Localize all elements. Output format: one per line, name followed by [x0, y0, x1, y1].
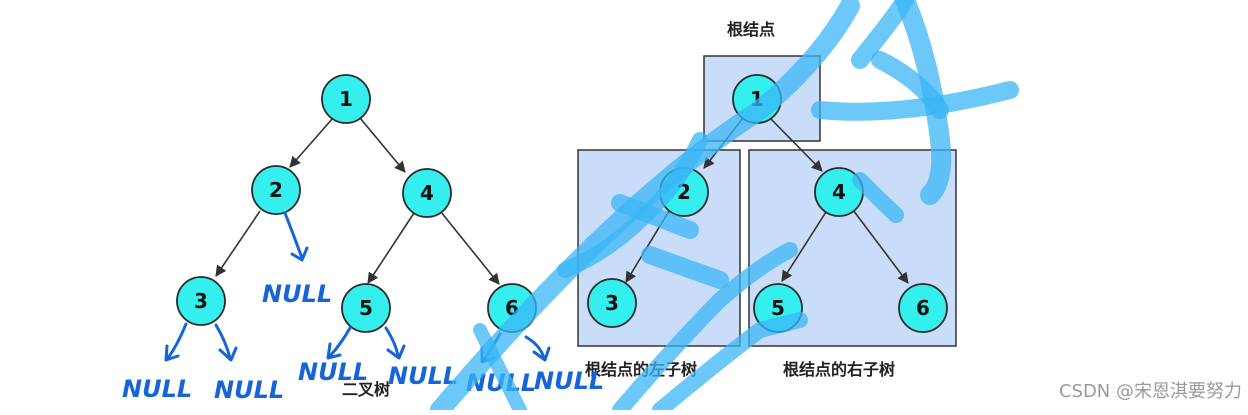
- null-label-5-left: NULL: [298, 358, 368, 386]
- edge-2-3: [215, 210, 261, 277]
- brush-stroke-dash-1: [611, 194, 699, 239]
- right-node-4: 4: [814, 167, 864, 217]
- edge-1-2: [289, 117, 334, 168]
- left-node-2-label: 2: [269, 178, 283, 202]
- left-tree-edges: [215, 117, 500, 285]
- brush-stroke-right-arc: [895, 0, 952, 205]
- brush-stroke-top-right: [851, 0, 914, 69]
- right-node-3: 3: [587, 278, 637, 328]
- null-arrow-6-right: [524, 335, 551, 362]
- right-node-6-label: 6: [916, 296, 930, 320]
- brush-watermark: [430, 0, 1019, 415]
- edge-4-5: [367, 212, 415, 284]
- brush-stroke-tick: [852, 172, 904, 223]
- brush-stroke-dash-2: [641, 246, 729, 289]
- null-label-6-right: NULL: [534, 367, 604, 395]
- edge-1-4: [359, 117, 406, 173]
- brush-stroke-right-diag: [871, 51, 949, 119]
- left-node-5-label: 5: [359, 296, 373, 320]
- right-node-3-label: 3: [605, 291, 619, 315]
- left-node-1: 1: [321, 74, 371, 124]
- csdn-watermark: CSDN @宋恩淇要努力: [1059, 381, 1242, 402]
- null-arrow-2-right: [283, 211, 309, 262]
- null-arrow-3-right: [214, 323, 238, 362]
- null-label-5-right: NULL: [388, 362, 458, 390]
- right-node-5-label: 5: [771, 296, 785, 320]
- right-node-6: 6: [898, 283, 948, 333]
- left-node-3: 3: [176, 276, 226, 326]
- edge-r-4-6: [852, 209, 909, 284]
- root-caption: 根结点: [727, 20, 775, 39]
- left-node-4-label: 4: [420, 181, 434, 205]
- brush-stroke-mid: [557, 132, 708, 278]
- brush-stroke-lower: [612, 242, 798, 415]
- right-node-4-label: 4: [832, 180, 846, 204]
- edge-r-1-4: [769, 117, 823, 172]
- null-arrow-5-left: [326, 326, 352, 360]
- null-label-2-right: NULL: [262, 280, 332, 308]
- right-subtree-caption: 根结点的右子树: [783, 360, 895, 379]
- edge-4-6: [440, 211, 500, 285]
- left-node-5: 5: [341, 283, 391, 333]
- binary-tree-caption: 二叉树: [342, 380, 390, 399]
- null-labels: NULL NULL NULL NULL NULL NULL NULL: [122, 280, 604, 404]
- null-label-3-right: NULL: [214, 376, 284, 404]
- edge-r-4-5: [781, 211, 827, 282]
- left-tree-nodes: 1 2 4 3 5 6: [176, 74, 537, 333]
- brush-stroke-left: [473, 323, 527, 415]
- left-node-2: 2: [251, 165, 301, 215]
- null-label-3-left: NULL: [122, 375, 192, 403]
- left-node-1-label: 1: [339, 87, 353, 111]
- left-node-3-label: 3: [194, 289, 208, 313]
- brush-stroke-horizontal: [811, 81, 1019, 121]
- null-arrow-5-right: [384, 326, 406, 360]
- brush-stroke-diagonal: [430, 0, 860, 415]
- left-node-4: 4: [402, 168, 452, 218]
- null-arrow-3-left: [164, 322, 188, 362]
- brush-stroke-bottom: [652, 312, 808, 415]
